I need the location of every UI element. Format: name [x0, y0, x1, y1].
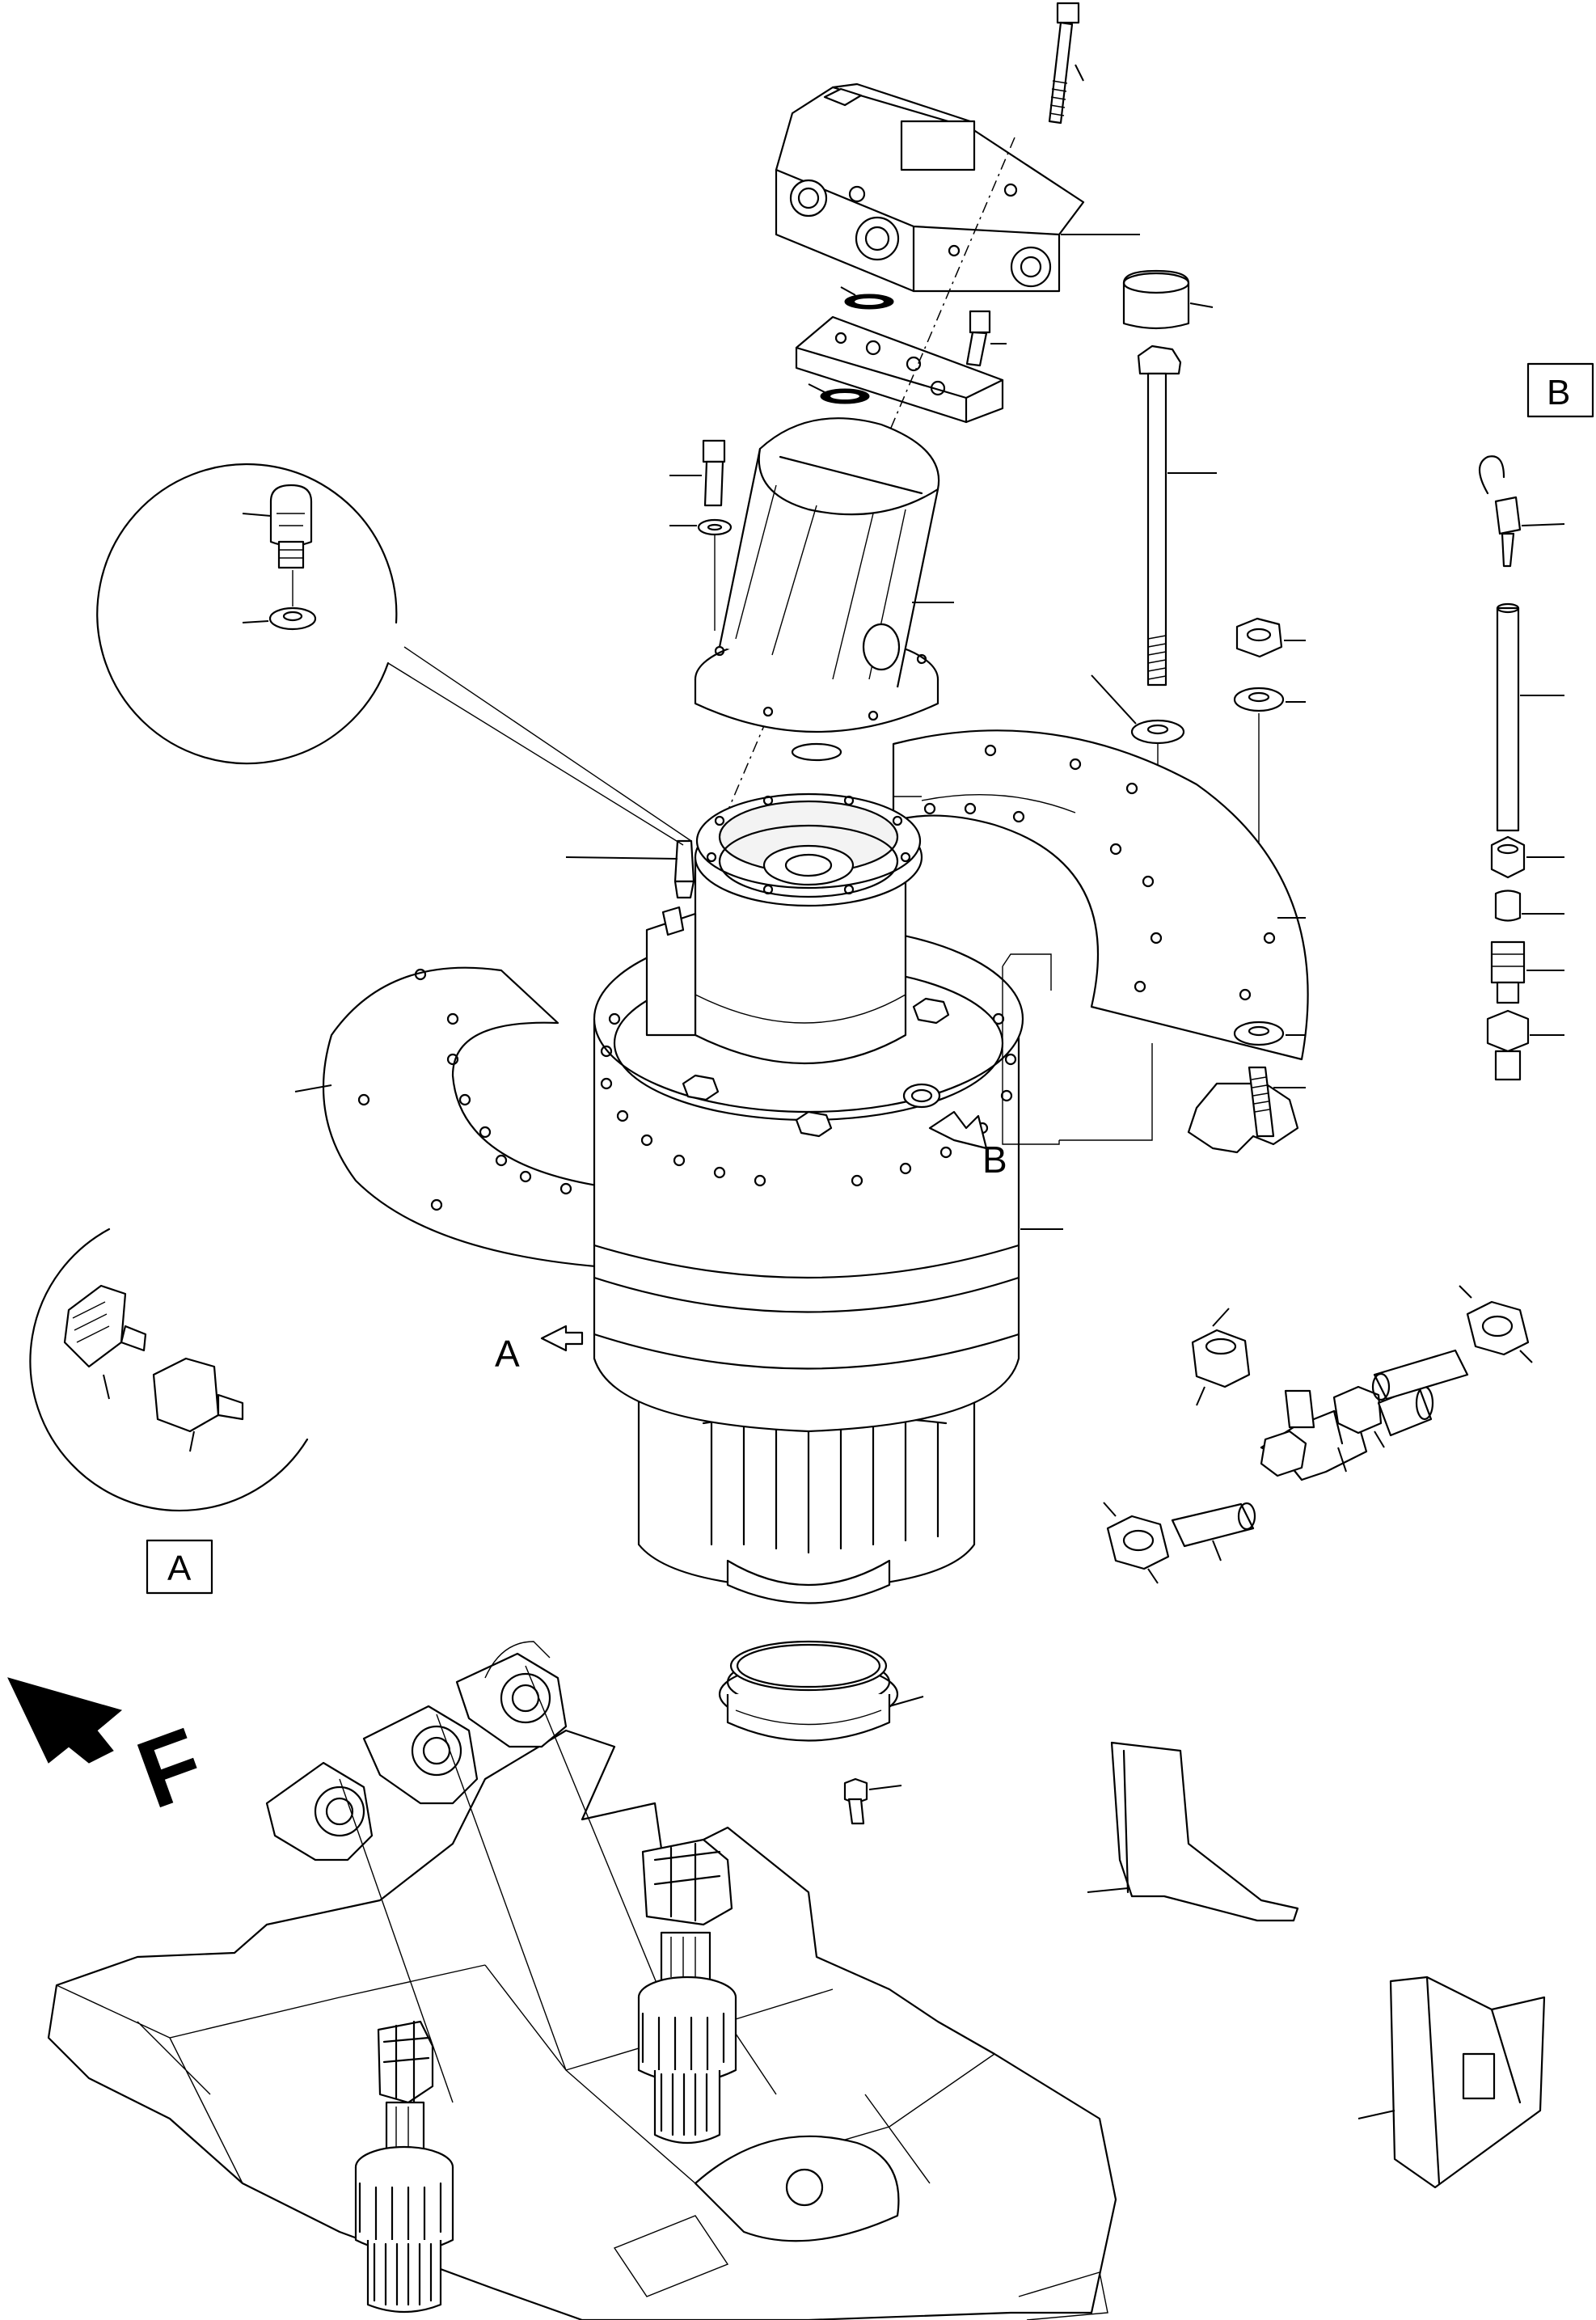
- detail-circle-plug: [96, 463, 398, 765]
- detail-b-box: [1526, 362, 1594, 418]
- ring-bolt: [843, 1777, 902, 1825]
- shim-plate-top: [893, 794, 1076, 823]
- valve-block: [775, 82, 1140, 293]
- detail-a-box: [146, 1539, 213, 1595]
- valve-block-bolt: [1048, 2, 1084, 125]
- grease-fitting: [565, 839, 695, 936]
- detail-b: B: [1478, 362, 1594, 1081]
- view-arrow-b: B: [928, 1110, 1007, 1181]
- cover-plate-lower: [1357, 1976, 1546, 2189]
- shim-plate-right: [892, 729, 1309, 1061]
- mount-stud: [1187, 1021, 1306, 1154]
- direction-f-label: F: [125, 1707, 217, 1829]
- detail-a-label: A: [167, 1549, 192, 1588]
- cover-plate-upper: [1087, 1741, 1299, 1922]
- detail-b-label: B: [1547, 373, 1570, 412]
- tee-fitting-assembly: [1103, 1285, 1533, 1584]
- view-arrow-a: A: [495, 1325, 584, 1375]
- adapter-plate: [795, 315, 1004, 424]
- motor-bolt: [669, 439, 733, 631]
- swing-gearbox: [593, 792, 1063, 1604]
- seal-ring: [718, 1640, 924, 1742]
- protective-cap: [1122, 269, 1214, 330]
- arrow-a-label: A: [495, 1333, 520, 1375]
- installed-gearbox-1: [637, 1838, 737, 2145]
- hydraulic-motor: [694, 417, 954, 762]
- long-stud-bolt: [1137, 344, 1217, 687]
- cap-screw: [965, 310, 1007, 367]
- machine-frame: [47, 1641, 1117, 2320]
- detail-circle-a: A: [29, 1228, 309, 1595]
- installed-gearbox-2: [354, 2020, 454, 2314]
- hex-nut: [1235, 617, 1306, 658]
- arrow-b-label: B: [982, 1139, 1007, 1181]
- forward-direction-marker: F: [7, 1677, 217, 1829]
